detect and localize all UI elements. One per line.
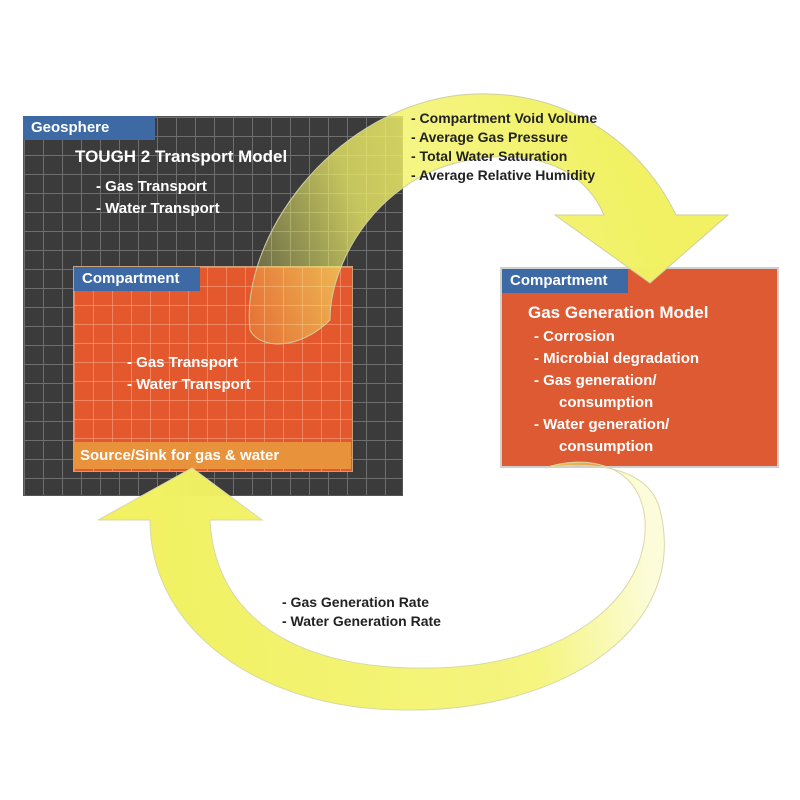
gas-generation-item: - Microbial degradation xyxy=(534,350,700,367)
top-arrow-label: - Average Relative Humidity xyxy=(411,167,596,183)
gas-generation-title: Gas Generation Model xyxy=(528,303,709,322)
gas-generation-item-list: - Corrosion - Microbial degradation - Ga… xyxy=(534,326,699,458)
gas-generation-item: - Gas generation/ xyxy=(534,372,657,389)
gas-generation-compartment xyxy=(500,267,779,468)
gas-generation-item: - Water generation/ xyxy=(534,416,670,433)
top-flow-arrow xyxy=(248,93,730,345)
compartment-grid xyxy=(73,266,353,472)
top-arrow-label: - Average Gas Pressure xyxy=(411,129,568,145)
top-arrow-label-list: - Compartment Void Volume - Average Gas … xyxy=(411,109,597,185)
compartment-left-item-list: - Gas Transport - Water Transport xyxy=(127,352,251,396)
top-arrow-label: - Total Water Saturation xyxy=(411,148,568,164)
bottom-arrow-label-list: - Gas Generation Rate - Water Generation… xyxy=(282,593,441,631)
gas-generation-item: consumption xyxy=(559,394,654,411)
bottom-arrow-label: - Water Generation Rate xyxy=(282,613,441,629)
geosphere-tab: Geosphere xyxy=(23,116,155,140)
compartment-left-item: - Gas Transport xyxy=(127,354,238,371)
geosphere-item: - Gas Transport xyxy=(96,178,207,195)
source-sink-bar: Source/Sink for gas & water xyxy=(74,442,351,469)
gas-generation-item: - Corrosion xyxy=(534,328,615,345)
bottom-flow-arrow xyxy=(97,461,665,711)
compartment-tab-left: Compartment xyxy=(74,267,200,291)
transport-model-title: TOUGH 2 Transport Model xyxy=(75,147,288,166)
top-arrow-label: - Compartment Void Volume xyxy=(411,110,598,126)
compartment-left-item: - Water Transport xyxy=(127,376,251,393)
gas-generation-item: consumption xyxy=(559,438,654,455)
geosphere-item: - Water Transport xyxy=(96,200,220,217)
compartment-tab-right: Compartment xyxy=(502,269,628,293)
bottom-arrow-label: - Gas Generation Rate xyxy=(282,594,430,610)
geosphere-item-list: - Gas Transport - Water Transport xyxy=(96,176,220,220)
